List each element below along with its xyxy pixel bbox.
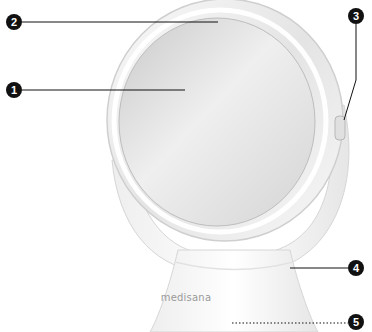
leader-line bbox=[22, 90, 185, 91]
base-seam bbox=[175, 262, 293, 270]
leader-line bbox=[290, 268, 348, 269]
callout-number: 5 bbox=[348, 314, 364, 330]
leader-line bbox=[356, 24, 357, 80]
leader-line bbox=[232, 323, 348, 324]
brand-logo: medisana bbox=[161, 292, 211, 303]
led-ring bbox=[114, 10, 326, 232]
mirror-base bbox=[150, 250, 318, 332]
mirror-glass bbox=[119, 18, 315, 226]
light-ring bbox=[107, 0, 343, 241]
callout-number: 4 bbox=[348, 260, 364, 276]
callout-number: 3 bbox=[348, 8, 364, 24]
callout-number: 1 bbox=[6, 82, 22, 98]
pivot-knob bbox=[335, 116, 345, 140]
leader-line bbox=[22, 22, 218, 23]
callout-number: 2 bbox=[6, 14, 22, 30]
leader-line bbox=[344, 80, 356, 120]
